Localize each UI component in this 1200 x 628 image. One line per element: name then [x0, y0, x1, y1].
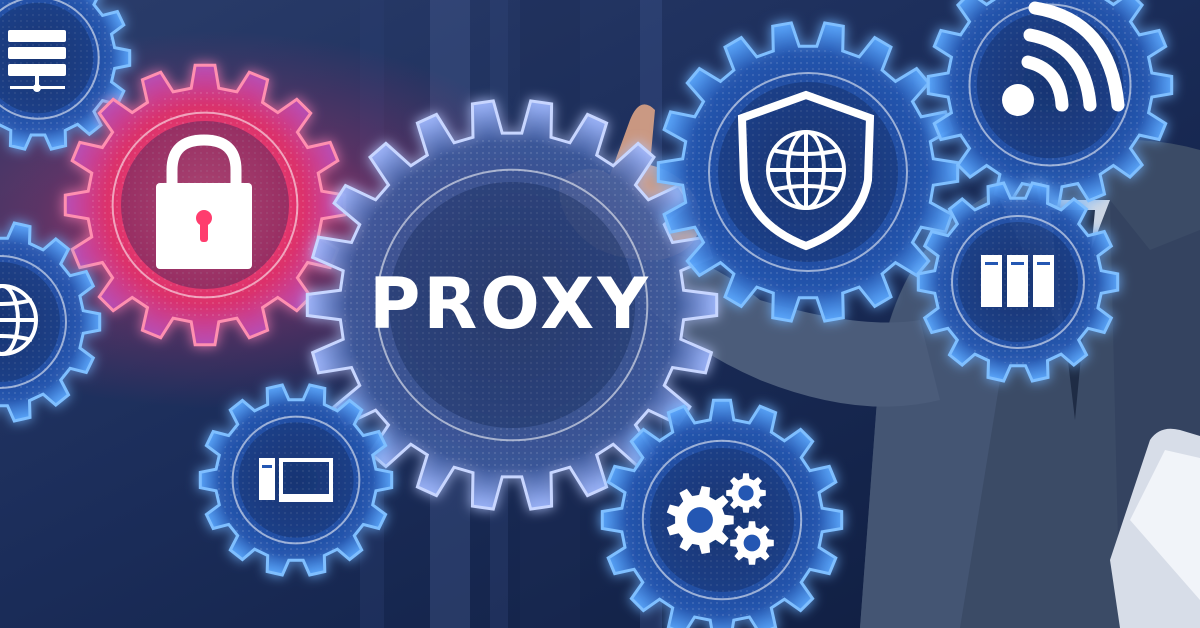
settings-gears-icon	[666, 473, 774, 565]
settings-cog-hole-2	[738, 485, 754, 501]
settings-cog-hole-3	[743, 534, 761, 552]
server-cabinet-icon	[981, 255, 1054, 307]
proxy-heading: PROXY	[369, 263, 651, 345]
server-rack-icon	[8, 30, 66, 92]
shield-globe-icon	[737, 90, 875, 251]
gear-lock	[63, 63, 347, 347]
wifi-signal-icon	[1002, 1, 1125, 116]
globe-icon	[0, 284, 38, 356]
padlock-icon	[156, 134, 252, 269]
desktop-computer-icon	[259, 458, 333, 502]
settings-cog-hole-1	[687, 507, 713, 533]
gear-shield	[656, 21, 960, 323]
gear-computer	[198, 383, 394, 577]
gear-proxy	[305, 99, 719, 511]
